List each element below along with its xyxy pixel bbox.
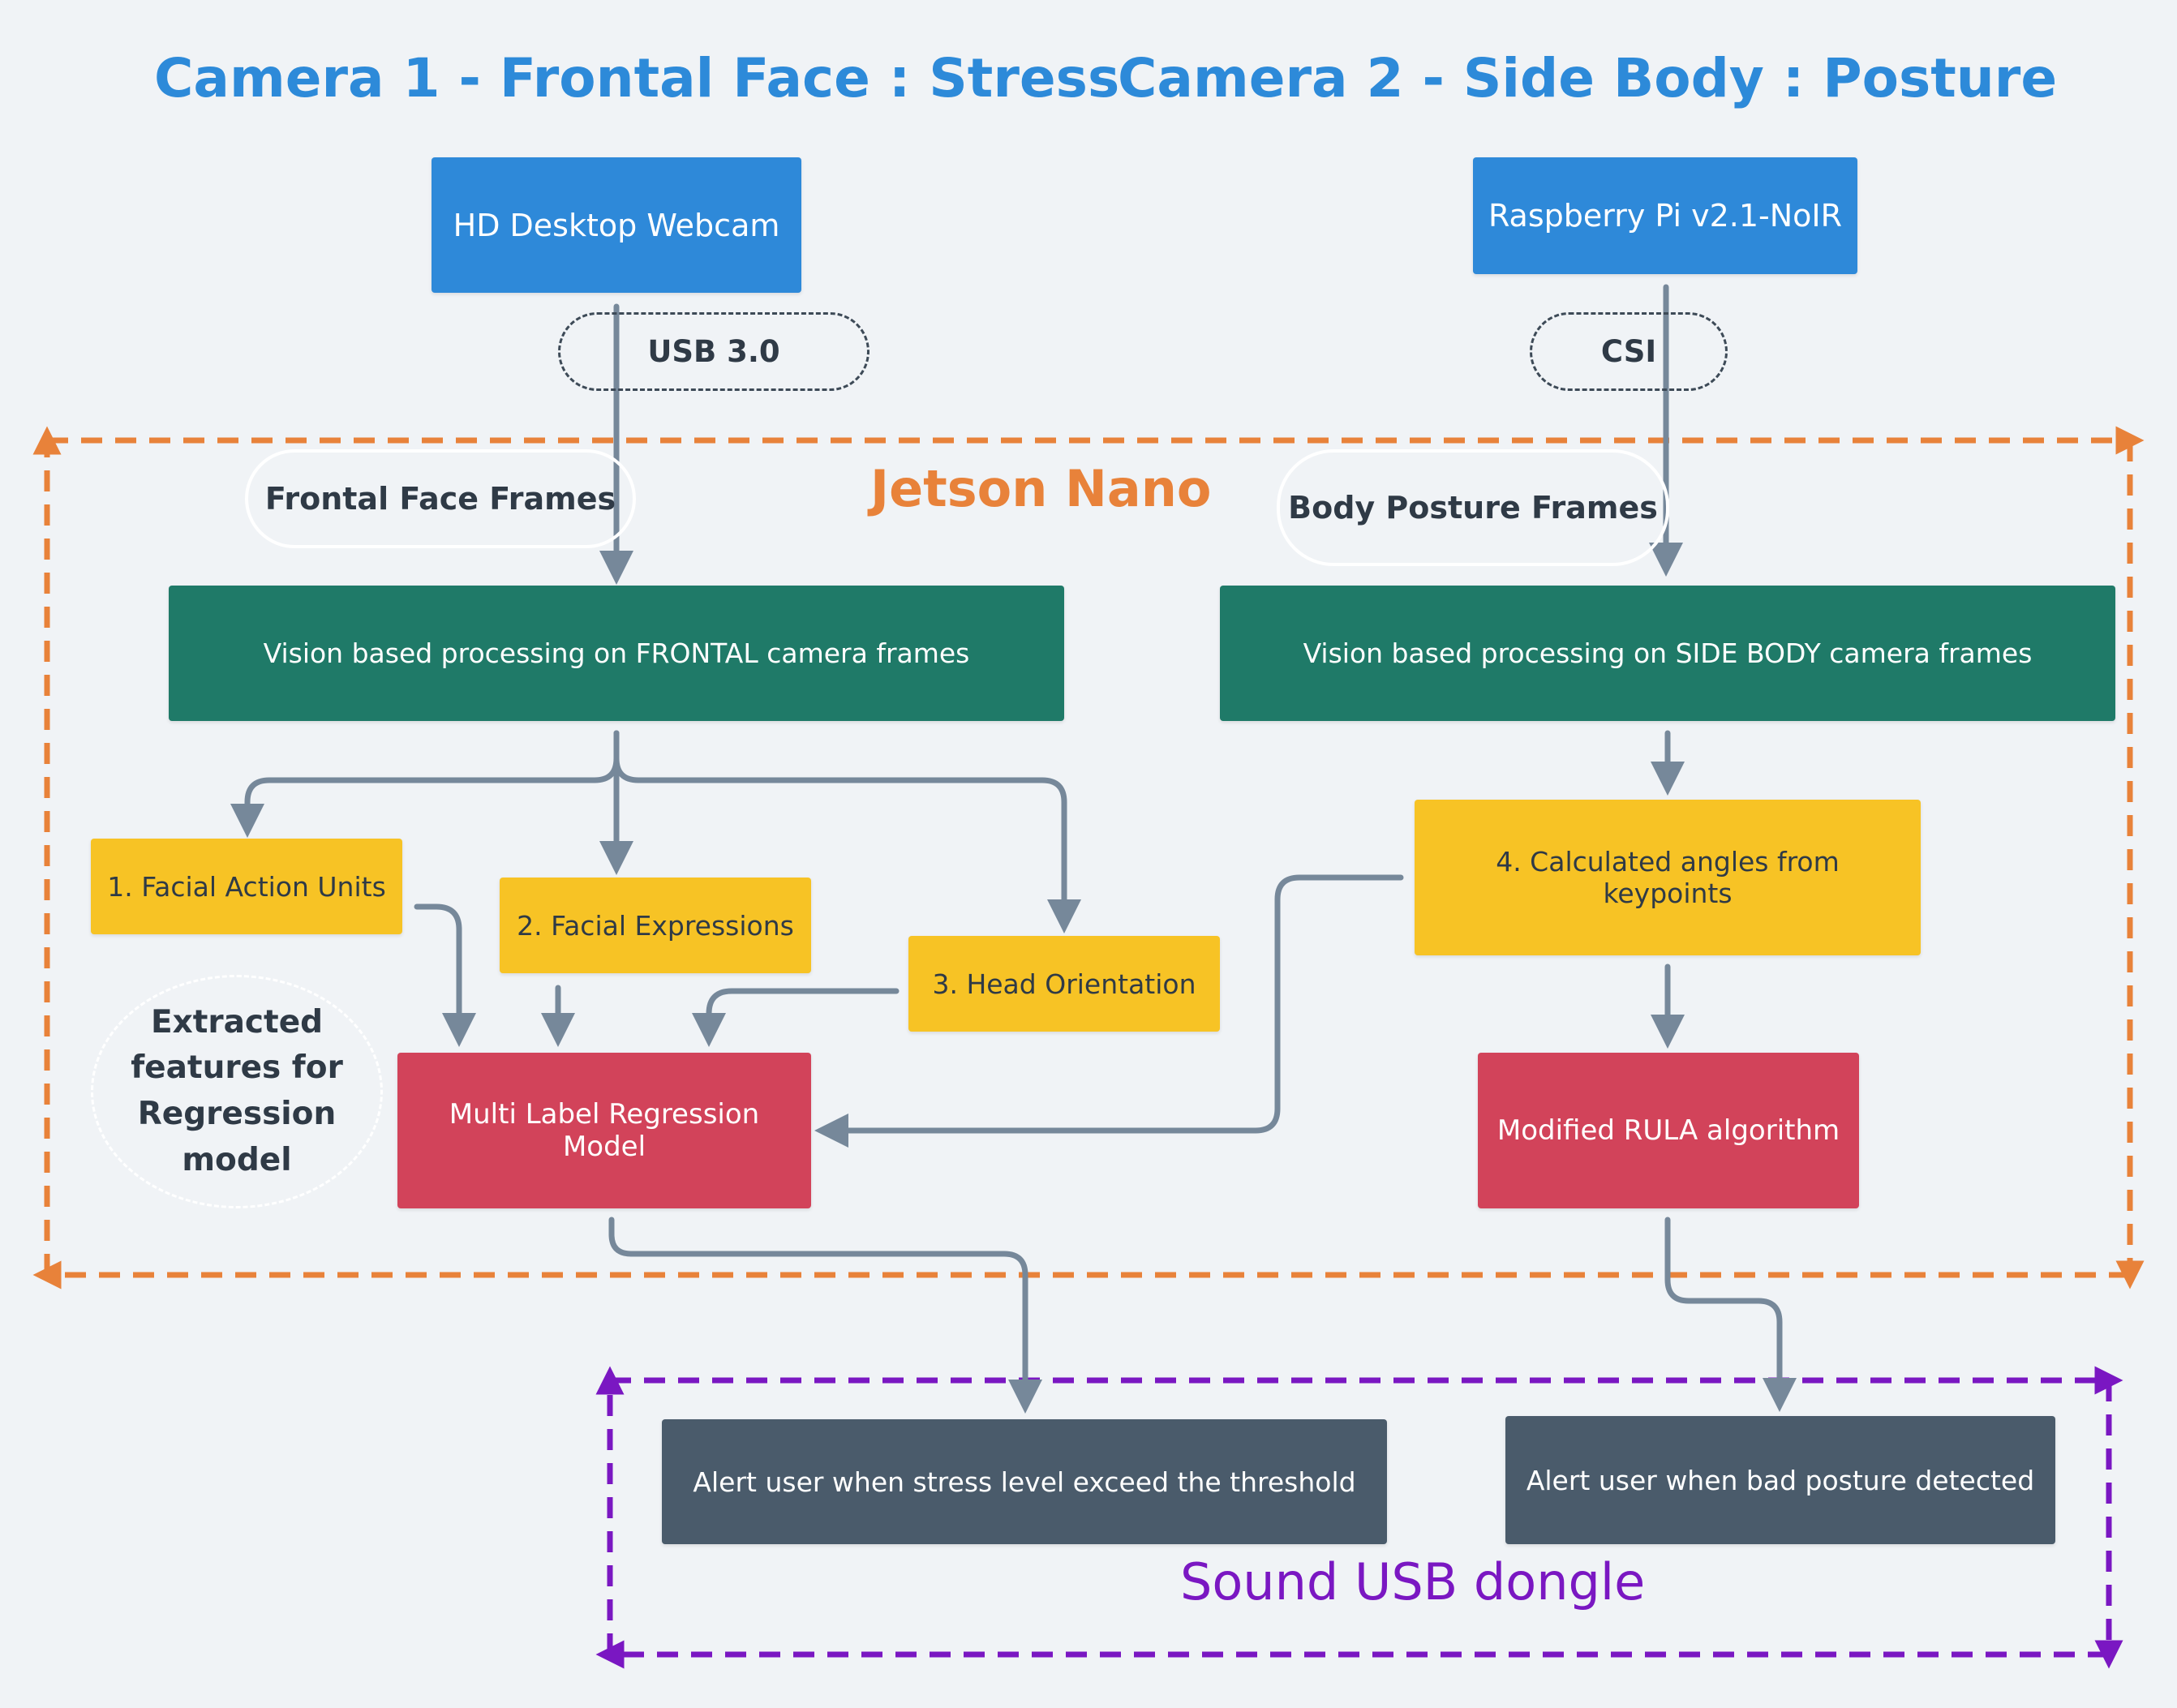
usb-connection-pill: USB 3.0 (558, 312, 870, 391)
facial-action-units-label: 1. Facial Action Units (107, 870, 386, 903)
camera1-title: Camera 1 - Frontal Face : Stress (154, 47, 1120, 109)
model-to-stress-alert-arrow (608, 1217, 1042, 1414)
frontal-frames-pill: Frontal Face Frames (245, 449, 636, 548)
sound-dongle-label: Sound USB dongle (1180, 1552, 1646, 1611)
facial-action-units-node[interactable]: 1. Facial Action Units (91, 839, 402, 934)
angles-to-model-arrow (814, 874, 1404, 1148)
body-frames-pill: Body Posture Frames (1277, 449, 1669, 566)
vision-frontal-label: Vision based processing on FRONTAL camer… (263, 637, 970, 669)
stress-alert-label: Alert user when stress level exceed the … (693, 1466, 1356, 1498)
jetson-nano-label: Jetson Nano (870, 459, 1212, 518)
vision-side-node[interactable]: Vision based processing on SIDE BODY cam… (1220, 586, 2115, 721)
raspi-camera-label: Raspberry Pi v2.1-NoIR (1488, 198, 1843, 234)
vision-side-label: Vision based processing on SIDE BODY cam… (1303, 637, 2033, 669)
rula-to-posture-alert-arrow (1664, 1217, 1797, 1412)
extracted-features-annotation: Extracted features for Regression model (91, 975, 383, 1208)
extracted-features-label: Extracted features for Regression model (131, 1003, 343, 1178)
action-units-to-model-arrow (414, 903, 476, 1047)
vision-to-head-orientation-arrow (613, 730, 1081, 933)
head-orientation-node[interactable]: 3. Head Orientation (908, 936, 1220, 1032)
usb-connection-label: USB 3.0 (647, 334, 780, 369)
camera2-title: Camera 2 - Side Body : Posture (1118, 47, 2058, 109)
head-orientation-to-model-arrow (692, 988, 900, 1047)
body-frames-label: Body Posture Frames (1288, 490, 1658, 526)
csi-connection-label: CSI (1600, 334, 1657, 369)
regression-model-node[interactable]: Multi Label Regression Model (397, 1053, 811, 1208)
posture-alert-label: Alert user when bad posture detected (1526, 1464, 2035, 1496)
webcam-label: HD Desktop Webcam (453, 207, 780, 243)
vision-frontal-node[interactable]: Vision based processing on FRONTAL camer… (169, 586, 1064, 721)
posture-alert-node[interactable]: Alert user when bad posture detected (1505, 1416, 2055, 1544)
calculated-angles-node[interactable]: 4. Calculated angles from keypoints (1415, 800, 1921, 955)
dongle-group-border (595, 1366, 2123, 1669)
rula-algorithm-node[interactable]: Modified RULA algorithm (1478, 1053, 1859, 1208)
calculated-angles-label: 4. Calculated angles from keypoints (1496, 846, 1840, 909)
stress-alert-node[interactable]: Alert user when stress level exceed the … (662, 1419, 1387, 1544)
raspi-camera-node[interactable]: Raspberry Pi v2.1-NoIR (1473, 157, 1857, 274)
vision-to-action-units-arrow (230, 730, 620, 838)
rula-algorithm-label: Modified RULA algorithm (1496, 1114, 1840, 1147)
webcam-node[interactable]: HD Desktop Webcam (432, 157, 801, 293)
csi-connection-pill: CSI (1530, 312, 1728, 391)
regression-model-label: Multi Label Regression Model (449, 1098, 760, 1163)
facial-expressions-node[interactable]: 2. Facial Expressions (500, 878, 811, 973)
head-orientation-label: 3. Head Orientation (932, 968, 1196, 1000)
jetson-group-border (32, 426, 2145, 1290)
facial-expressions-label: 2. Facial Expressions (517, 909, 794, 942)
frontal-frames-label: Frontal Face Frames (264, 481, 616, 517)
